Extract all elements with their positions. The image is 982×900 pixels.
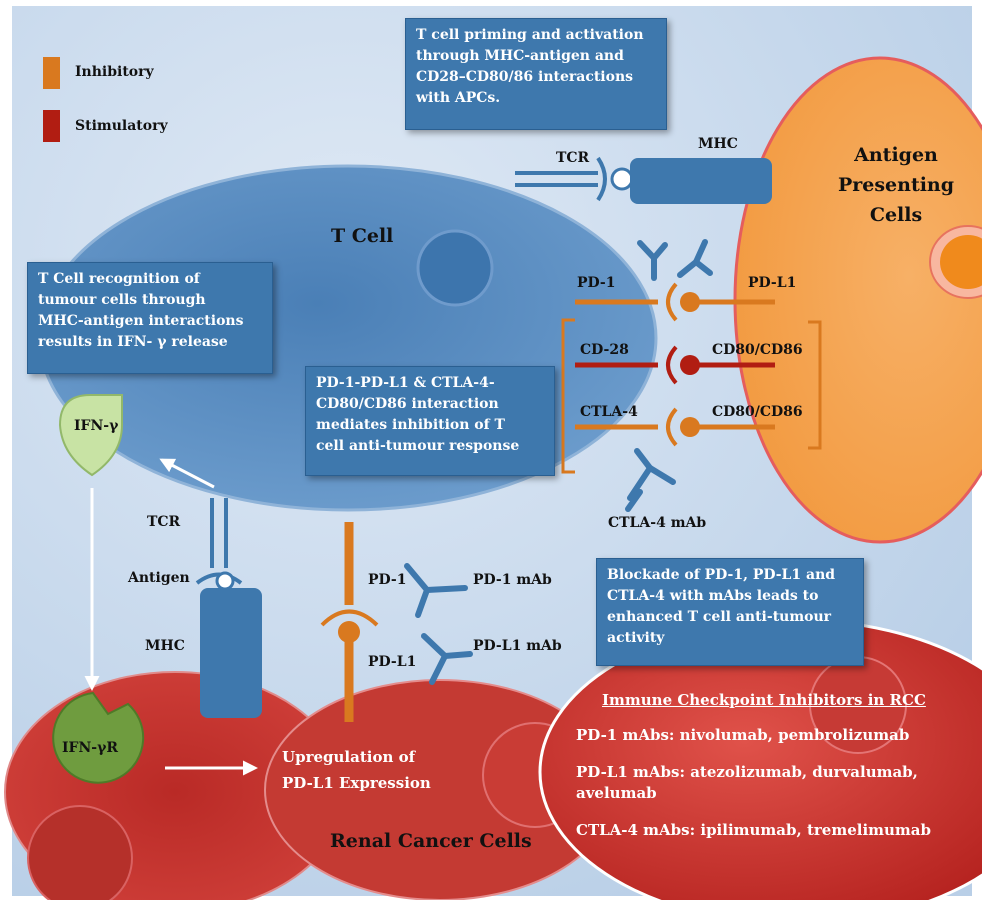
pd1-mab-label: PD-1 mAb (473, 572, 552, 588)
rcc-pdl1-mabs-line-2: avelumab (576, 784, 657, 802)
priming-info-box: T cell priming and activation through MH… (405, 18, 667, 130)
pd1-mab-antibody (404, 563, 468, 618)
apc-label-line-1: Antigen (854, 144, 938, 166)
right-bracket (808, 320, 822, 450)
antigen-lower (215, 571, 235, 591)
legend-stimulatory-label: Stimulatory (75, 118, 168, 134)
pd1-lower-label: PD-1 (368, 572, 407, 588)
pd1-label: PD-1 (577, 275, 616, 291)
mhc-lower (200, 588, 262, 718)
ifn-gamma-label: IFN-γ (74, 418, 119, 434)
apc-nucleus (940, 235, 982, 289)
pd1-pdl1-pair (575, 282, 775, 322)
inhibition-line-1: PD-1-PD-L1 & CTLA-4- (316, 375, 495, 391)
mhc-top-label: MHC (698, 136, 738, 152)
pdl1-label: PD-L1 (748, 275, 797, 291)
arrow-tcr-to-ifn (159, 458, 215, 489)
ctla4-antibody-top (637, 239, 713, 281)
blockade-line-3: enhanced T cell anti-tumour (607, 609, 832, 625)
cd8086-label-b: CD80/CD86 (712, 404, 803, 420)
rcc-title: Immune Checkpoint Inhibitors in RCC (602, 691, 926, 709)
priming-line-1: T cell priming and activation (416, 27, 644, 43)
legend-inhibitory-label: Inhibitory (75, 64, 154, 80)
blockade-info-box: Blockade of PD-1, PD-L1 and CTLA-4 with … (596, 558, 864, 666)
inhibition-line-4: cell anti-tumour response (316, 438, 520, 454)
ctla4-mab-antibody (625, 448, 676, 512)
t-cell-nucleus (416, 229, 494, 307)
recognition-line-2: tumour cells through (38, 292, 206, 308)
mhc-top (630, 158, 772, 204)
recognition-line-4: results in IFN- γ release (38, 334, 228, 350)
mhc-lower-label: MHC (145, 638, 185, 654)
pdl1-lower-label: PD-L1 (368, 654, 417, 670)
t-cell-label: T Cell (331, 225, 394, 247)
tcr-lower-label: TCR (147, 514, 181, 530)
blockade-line-4: activity (607, 630, 665, 646)
inhibition-line-2: CD80/CD86 interaction (316, 396, 499, 412)
cd8086-label-a: CD80/CD86 (712, 342, 803, 358)
ifn-gamma-receptor (52, 691, 145, 784)
apc-label-line-2: Presenting Cells (837, 174, 955, 226)
ctla4-cd8086-pair (575, 407, 775, 447)
legend-swatch-stimulatory (43, 110, 60, 142)
inhibition-line-3: mediates inhibition of T (316, 417, 505, 433)
antigen-label: Antigen (128, 570, 190, 586)
ifn-gamma-molecule (58, 394, 123, 477)
rcc-ctla4-mabs: CTLA-4 mAbs: ipilimumab, tremelimumab (576, 821, 931, 839)
inhibition-info-box: PD-1-PD-L1 & CTLA-4- CD80/CD86 interacti… (305, 366, 555, 476)
blockade-line-1: Blockade of PD-1, PD-L1 and (607, 567, 836, 583)
pd1-pdl1-lower (320, 522, 379, 722)
rcc-pd1-mabs: PD-1 mAbs: nivolumab, pembrolizumab (576, 726, 910, 744)
cd28-cd8086-pair (575, 345, 775, 385)
tcr-top-receptor (515, 156, 607, 202)
apc-label: Antigen Presenting Cells (826, 140, 966, 230)
recognition-line-1: T Cell recognition of (38, 271, 200, 287)
rcc-inhibitors-panel: Immune Checkpoint Inhibitors in RCC PD-1… (576, 690, 931, 841)
blockade-line-2: CTLA-4 with mAbs leads to (607, 588, 819, 604)
pdl1-mab-antibody (421, 633, 473, 685)
recognition-line-3: MHC-antigen interactions (38, 313, 244, 329)
priming-line-2: through MHC-antigen and (416, 48, 624, 64)
cd28-label: CD-28 (580, 342, 629, 358)
pdl1-mab-label: PD-L1 mAb (473, 638, 562, 654)
ctla4-label: CTLA-4 (580, 404, 638, 420)
upregulation-line-2: PD-L1 Expression (282, 774, 431, 792)
priming-line-3: CD28–CD80/86 interactions (416, 69, 634, 85)
renal-cell-nucleus-left (27, 805, 133, 900)
upregulation-line-1: Upregulation of (282, 748, 416, 766)
left-bracket (561, 318, 575, 474)
legend-swatch-inhibitory (43, 57, 60, 89)
rcc-pdl1-mabs-line-1: PD-L1 mAbs: atezolizumab, durvalumab, (576, 763, 918, 781)
upregulation-label: Upregulation of PD-L1 Expression (282, 744, 431, 796)
tcr-top-label: TCR (556, 150, 590, 166)
priming-line-4: with APCs. (416, 90, 501, 106)
ifn-gamma-receptor-label: IFN-γR (62, 740, 118, 756)
ctla4-mab-label: CTLA-4 mAb (608, 515, 707, 531)
antigen-top (610, 167, 634, 191)
renal-cell-label: Renal Cancer Cells (330, 830, 532, 852)
recognition-info-box: T Cell recognition of tumour cells throu… (27, 262, 273, 374)
